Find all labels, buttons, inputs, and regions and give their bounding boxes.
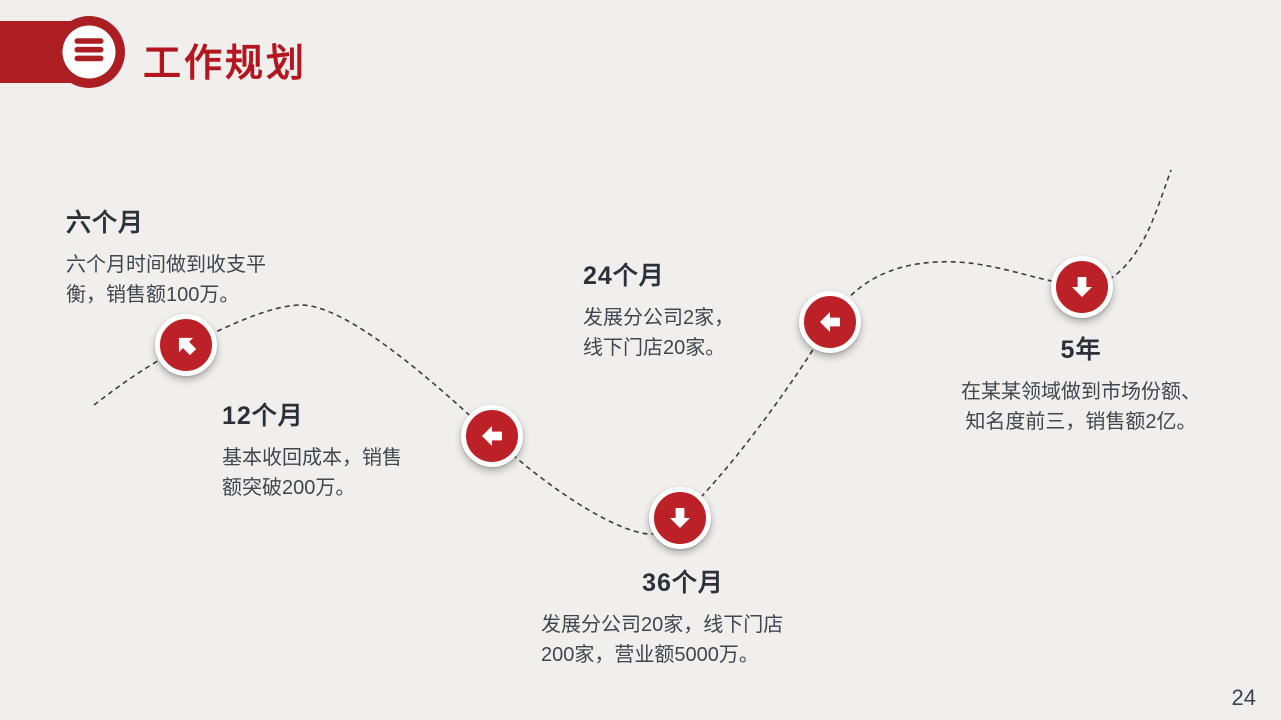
milestone-desc-line: 发展分公司2家， (583, 307, 735, 329)
milestone-desc-line: 200家，营业额5000万。 (541, 644, 759, 666)
left-arrow-icon (482, 426, 502, 446)
milestone-label: 24个月 (583, 262, 665, 290)
milestone-block-12months: 12个月 基本收回成本，销售 额突破200万。 (222, 396, 446, 503)
up-left-arrow-icon (178, 337, 197, 356)
milestone-label: 36个月 (642, 569, 724, 597)
page-title: 工作规划 (143, 43, 308, 85)
page-number: 24 (1231, 685, 1256, 710)
milestone-label: 六个月 (66, 209, 145, 237)
milestone-block-36months: 36个月 发展分公司20家，线下门店 200家，营业额5000万。 (541, 563, 825, 670)
header-banner (0, 16, 125, 88)
milestone-desc-line: 知名度前三，销售额2亿。 (965, 411, 1197, 433)
three-bars-circle-icon (0, 16, 125, 88)
milestone-desc-line: 基本收回成本，销售 (222, 447, 402, 469)
milestone-marker-24months (799, 291, 861, 353)
milestone-block-6months: 六个月 六个月时间做到收支平 衡，销售额100万。 (66, 203, 318, 310)
left-arrow-icon (820, 312, 840, 332)
milestone-desc-line: 发展分公司20家，线下门店 (541, 614, 784, 636)
down-arrow-icon (1072, 277, 1092, 297)
milestone-marker-6months (155, 314, 217, 376)
milestone-marker-12months (461, 405, 523, 467)
milestone-marker-36months (649, 487, 711, 549)
milestone-desc-line: 在某某领域做到市场份额、 (961, 381, 1201, 403)
milestone-desc-line: 衡，销售额100万。 (66, 284, 240, 306)
milestone-label: 5年 (1060, 336, 1102, 364)
milestone-block-24months: 24个月 发展分公司2家， 线下门店20家。 (583, 256, 793, 363)
milestone-desc-line: 额突破200万。 (222, 477, 356, 499)
milestone-block-5years: 5年 在某某领域做到市场份额、 知名度前三，销售额2亿。 (955, 330, 1207, 437)
milestone-desc-line: 六个月时间做到收支平 (66, 254, 266, 276)
milestone-label: 12个月 (222, 402, 304, 430)
down-arrow-icon (670, 508, 690, 528)
milestone-marker-5years (1051, 256, 1113, 318)
milestone-desc-line: 线下门店20家。 (583, 337, 726, 359)
